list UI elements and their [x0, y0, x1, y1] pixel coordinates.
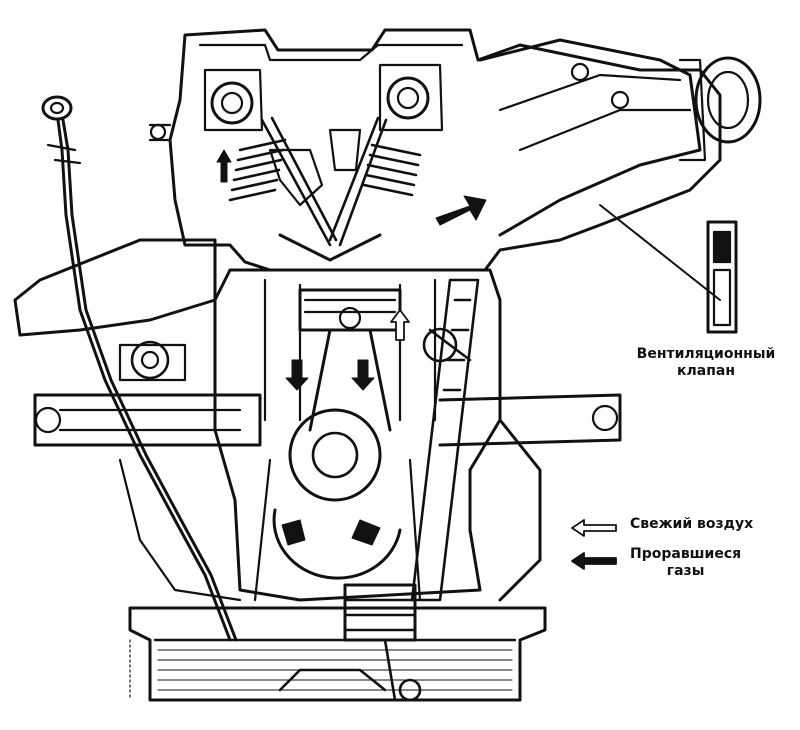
- blowby-arrows: [216, 149, 487, 546]
- intake-manifold: [478, 38, 762, 237]
- engine-block: [213, 268, 502, 602]
- ventilation-valve-label-line1: Вентиляционный: [636, 346, 776, 362]
- legend-arrows: [571, 519, 617, 570]
- solid-arrow-left-icon: [571, 552, 617, 570]
- oil-pan: [128, 606, 547, 702]
- engine-mount: [118, 418, 542, 602]
- legend-fresh-air-text: Свежий воздух: [630, 516, 754, 532]
- alternator: [13, 238, 217, 382]
- combustion-chamber: [278, 233, 382, 262]
- legend-blowby-text-line2: газы: [666, 563, 705, 579]
- fresh-air-arrows: [390, 309, 410, 341]
- legend-blowby: Проравшиеся газы: [572, 546, 741, 580]
- legend-blowby-text: Проравшиеся газы: [630, 546, 741, 580]
- dipstick: [41, 95, 238, 642]
- legend-blowby-text-line1: Проравшиеся: [630, 546, 742, 562]
- cylinder-head: [148, 28, 722, 272]
- ventilation-valve-label: Вентиляционный клапан: [618, 346, 794, 380]
- hollow-arrow-left-icon: [571, 519, 617, 537]
- crossmember: [33, 393, 622, 447]
- ventilation-valve-label-line2: клапан: [677, 363, 735, 379]
- ventilation-valve: [599, 204, 738, 334]
- valve-springs: [228, 116, 422, 247]
- legend-fresh-air: Свежий воздух: [572, 516, 753, 533]
